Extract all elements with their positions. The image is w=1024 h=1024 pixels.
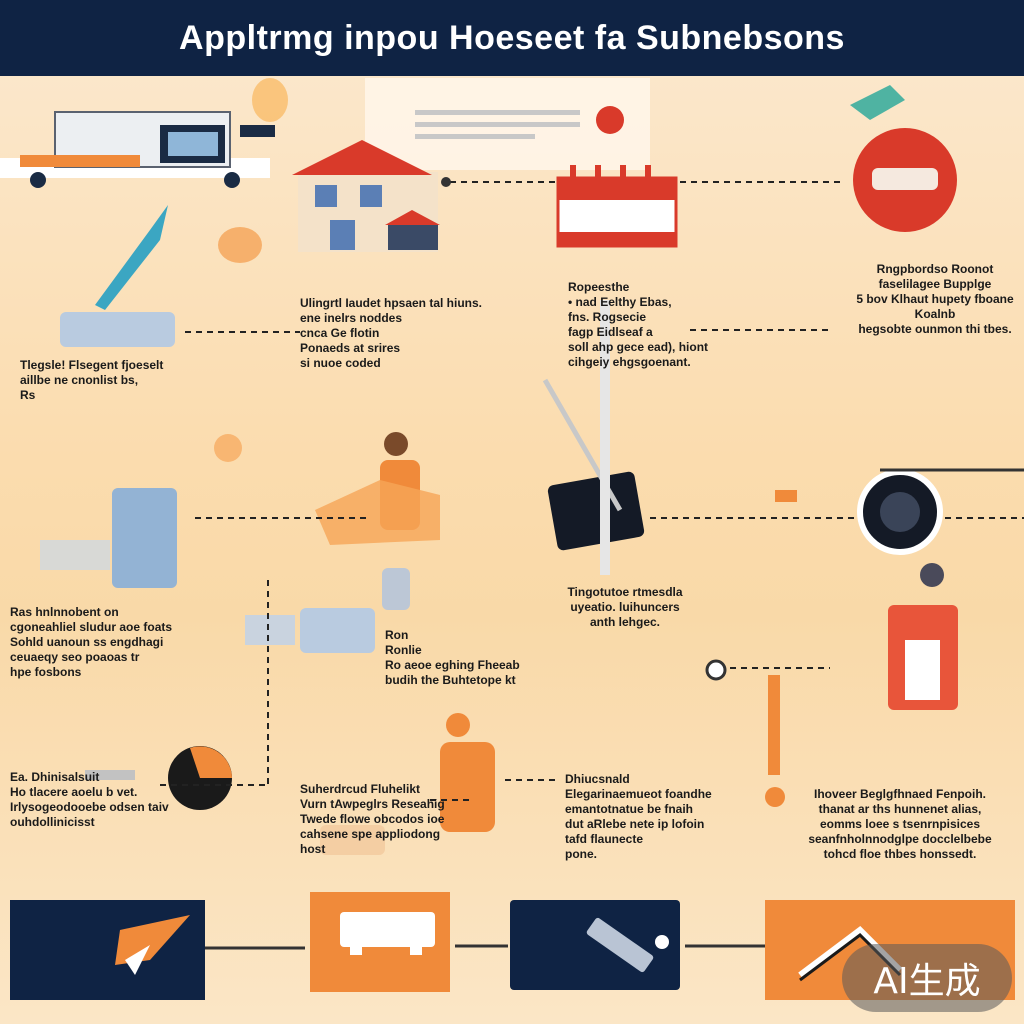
text-block-top-center: Ropeesthe • nad Eelthy Ebas, fns. Rogsec… [568, 280, 709, 369]
top-card-line [415, 110, 580, 115]
text-block-top-center-left: Ulingrtl Iaudet hpsaen tal hiuns. ene in… [300, 296, 483, 370]
top-card-line [415, 134, 535, 139]
top-card-dot [596, 106, 624, 134]
text-block-top-right: Rngpbordso Roonot faselilagee Bupplge 5 … [856, 262, 1014, 336]
top-card-line [415, 122, 580, 127]
text-block-bottom-right: Ihoveer Beglgfhnaed Fenpoih. thanat ar t… [808, 787, 992, 861]
small-orange-dot [214, 434, 242, 462]
text-block-center-small: Ron Ronlie Ro aeoe eghing Fheeab budih t… [385, 628, 520, 687]
leaf-shape [218, 227, 262, 263]
page-title: Appltrmg inpou Hoeseet fa Subnebsons [179, 18, 845, 57]
text-block-left-upper: Tlegsle! Flsegent fjoeselt aillbe ne cno… [20, 358, 164, 402]
tablet-icon [542, 300, 645, 575]
text-block-center-mid: Tingotutoe rtmesdla uyeatio. luihuncers … [567, 585, 683, 629]
house-icon [292, 140, 440, 252]
truck-icon [0, 111, 275, 188]
text-block-bottom-center-left: Suherdrcud Fluhelikt Vurn tAwpeglrs Rese… [300, 782, 445, 856]
calendar-icon [556, 165, 678, 248]
lens-icon [775, 469, 943, 555]
connectors [160, 181, 1024, 801]
gauge-icon [85, 746, 232, 810]
bottom-tile-3 [510, 900, 680, 990]
red-disc-icon [850, 85, 957, 232]
machine-icon [245, 608, 375, 653]
text-block-left-mid: Ras hnlnnobent on cgoneahliel sludur aoe… [10, 605, 173, 679]
text-block-bottom-center: Dhiucsnald Elegarinaemueot foandhe emant… [565, 772, 712, 861]
bottom-tile-1 [10, 900, 205, 1000]
pen-icon [60, 205, 175, 347]
bottom-worker-figure [320, 713, 495, 855]
ai-generated-badge: AI生成 [842, 944, 1012, 1012]
connector-dot [705, 659, 727, 681]
connector-dot [441, 177, 451, 187]
worker-figure [315, 432, 440, 610]
leaf-shape [252, 78, 288, 122]
bottom-connectors [205, 944, 765, 950]
right-worker-figure [765, 563, 958, 807]
bottom-tile-2 [310, 892, 450, 992]
header-bar: Appltrmg inpou Hoeseet fa Subnebsons [0, 0, 1024, 76]
text-block-bottom-left: Ea. Dhinisalsuit Ho tlacere aoelu b vet.… [10, 770, 169, 829]
container-icon [40, 488, 177, 588]
